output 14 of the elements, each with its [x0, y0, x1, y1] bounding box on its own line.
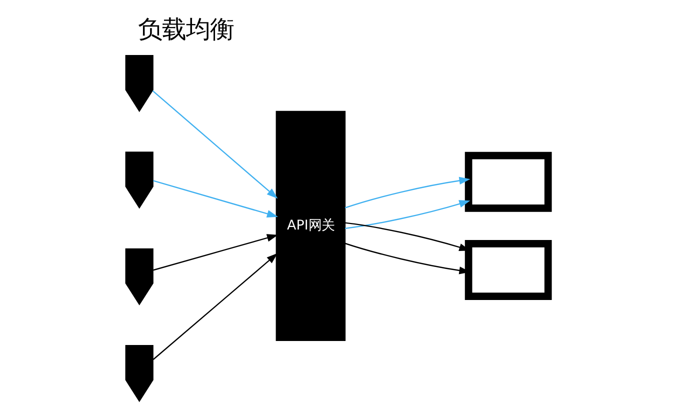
node-monitor — [464, 152, 552, 212]
arrow — [344, 200, 470, 230]
arrow — [153, 234, 278, 271]
node-person — [125, 152, 154, 209]
arrow — [344, 176, 470, 208]
arrow — [152, 253, 278, 360]
node-person — [125, 248, 154, 306]
diagram-title: 负载均衡 — [138, 14, 234, 44]
arrow — [153, 180, 278, 218]
node-person — [125, 54, 154, 112]
node-monitor — [464, 240, 552, 300]
node-person — [125, 345, 154, 402]
arrow — [152, 90, 278, 199]
node-box: API网关 — [276, 110, 346, 341]
